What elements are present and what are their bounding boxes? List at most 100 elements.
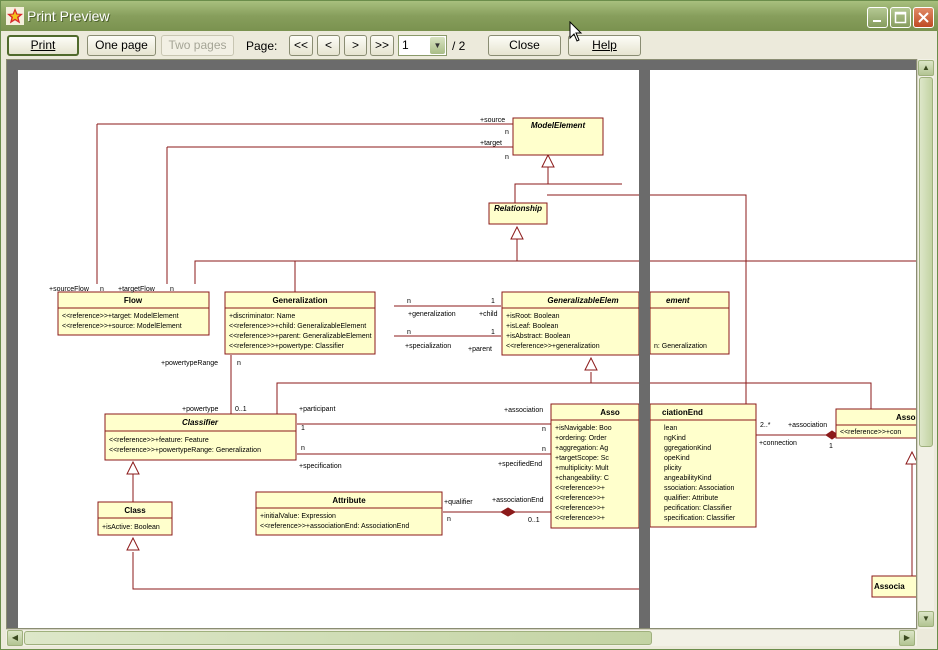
scroll-up-icon[interactable]: ▲ — [918, 60, 934, 76]
page-number-combo[interactable]: 1 ▼ — [398, 35, 447, 56]
vertical-scrollbar[interactable]: ▲ ▼ — [917, 59, 934, 629]
one-page-label: One page — [95, 38, 148, 52]
role-label: +association — [504, 407, 543, 414]
multiplicity-label: n — [505, 129, 509, 136]
page-two: ement ciationEnd Asso Associa n: General… — [650, 70, 916, 628]
scroll-left-icon[interactable]: ◀ — [7, 630, 23, 646]
total-pages: / 2 — [452, 39, 466, 53]
association-end-attr: qualifier: Attribute — [664, 495, 718, 502]
class-classifier: Classifier — [182, 418, 219, 427]
multiplicity-label: n — [407, 298, 411, 305]
generalization-attr: <<reference>>+powertype: Classifier — [229, 343, 345, 350]
multiplicity-label: 2..* — [760, 422, 771, 429]
element-attr: n: Generalization — [654, 343, 707, 350]
class-association: Asso — [600, 408, 620, 417]
role-label: +child — [479, 311, 498, 318]
association-end-attr: opeKind — [664, 455, 690, 462]
association-end-attr: pecification: Classifier — [664, 505, 732, 512]
multiplicity-label: n — [542, 446, 546, 453]
close-icon — [918, 12, 929, 23]
minimize-button[interactable] — [867, 7, 888, 28]
maximize-icon — [894, 11, 907, 24]
role-label: +qualifier — [444, 499, 473, 506]
role-label: +specifiedEnd — [498, 461, 542, 468]
title-bar[interactable]: Print Preview — [1, 1, 938, 31]
mouse-cursor-icon — [569, 21, 583, 42]
role-label: +specialization — [405, 343, 451, 350]
class-generalizable-element: GeneralizableElem — [547, 296, 618, 305]
two-pages-label: Two pages — [168, 38, 227, 52]
flow-attr: <<reference>>+source: ModelElement — [62, 323, 182, 330]
generalization-attr: <<reference>>+child: GeneralizableElemen… — [229, 323, 366, 330]
toolbar: Print One page Two pages Page: << < > >>… — [1, 31, 938, 59]
role-label: +powertypeRange — [161, 360, 218, 367]
role-label: +participant — [299, 406, 335, 413]
window-title: Print Preview — [27, 8, 110, 24]
next-page-button[interactable]: > — [344, 35, 367, 56]
association-attr: +changeability: C — [555, 475, 609, 482]
horizontal-scrollbar[interactable]: ◀ ▶ — [6, 629, 917, 646]
horizontal-scroll-thumb[interactable] — [24, 631, 652, 645]
class-attributes: +isActive: Boolean — [102, 524, 160, 531]
association-end-attr: angeabilityKind — [664, 475, 712, 482]
class-attr: +isActive: Boolean — [102, 524, 160, 531]
attribute-attr: <<reference>>+associationEnd: Associatio… — [260, 523, 409, 530]
role-label: +target — [480, 140, 502, 147]
vertical-scroll-thumb[interactable] — [919, 77, 933, 447]
role-label: +connection — [759, 440, 797, 447]
one-page-button[interactable]: One page — [87, 35, 156, 56]
generalization-attr: +discriminator: Name — [229, 313, 295, 320]
role-label: +source — [480, 117, 505, 124]
association-end-attr: ngKind — [664, 435, 686, 442]
role-labels: +source +target n n +sourceFlow n +targe… — [49, 117, 546, 524]
two-pages-button[interactable]: Two pages — [161, 35, 234, 56]
previous-page-button[interactable]: < — [317, 35, 340, 56]
generalizable-attr: +isRoot: Boolean — [506, 313, 560, 320]
multiplicity-label: n — [505, 154, 509, 161]
multiplicity-label: n — [237, 360, 241, 367]
class-attribute: Attribute — [332, 496, 366, 505]
multiplicity-label: n — [447, 516, 451, 523]
close-button[interactable]: Close — [488, 35, 561, 56]
class-association-class: Associa — [874, 582, 905, 591]
page-one: ModelElement Relationship GeneralizableE… — [18, 70, 639, 628]
role-label: +associationEnd — [492, 497, 544, 504]
role-label: +sourceFlow — [49, 286, 90, 293]
association-attributes: +isNavigable: Boo +ordering: Order +aggr… — [555, 425, 612, 522]
minimize-icon — [873, 20, 881, 22]
chevron-down-icon[interactable]: ▼ — [430, 37, 445, 54]
multiplicity-label: 1 — [491, 329, 495, 336]
generalizable-attr: +isAbstract: Boolean — [506, 333, 571, 340]
classifier-attr: <<reference>>+powertypeRange: Generaliza… — [109, 447, 261, 454]
generalizable-attr: <<reference>>+generalization — [506, 343, 600, 350]
association-attr: +aggregation: Ag — [555, 445, 608, 452]
multiplicity-label: n — [170, 286, 174, 293]
association-attr: +isNavigable: Boo — [555, 425, 612, 432]
print-button[interactable]: Print — [7, 35, 79, 56]
class-model-element: ModelElement — [531, 121, 586, 130]
association-attr: <<reference>>+ — [555, 495, 605, 502]
class-association-end: ciationEnd — [662, 408, 703, 417]
preview-viewport: ModelElement Relationship GeneralizableE… — [6, 59, 917, 629]
multiplicity-label: n — [301, 445, 305, 452]
help-button[interactable]: Help — [568, 35, 641, 56]
maximize-button[interactable] — [890, 7, 911, 28]
class-generalization: Generalization — [272, 296, 327, 305]
role-label: +targetFlow — [118, 286, 156, 293]
flow-attr: <<reference>>+target: ModelElement — [62, 313, 179, 320]
close-window-button[interactable] — [913, 7, 934, 28]
first-page-button[interactable]: << — [289, 35, 313, 56]
scroll-right-icon[interactable]: ▶ — [899, 630, 915, 646]
role-label: +parent — [468, 346, 492, 353]
class-association-continued: Asso — [896, 413, 916, 422]
association-attr: +ordering: Order — [555, 435, 607, 442]
association-end-attr: specification: Classifier — [664, 515, 736, 522]
scroll-down-icon[interactable]: ▼ — [918, 611, 934, 627]
association-end-attr: lean — [664, 425, 677, 432]
previous-page-label: < — [324, 38, 332, 52]
size-grip-icon[interactable] — [917, 629, 934, 646]
last-page-button[interactable]: >> — [370, 35, 394, 56]
multiplicity-label: 0..1 — [235, 406, 247, 413]
app-star-icon — [6, 7, 24, 25]
role-label: +powertype — [182, 406, 218, 413]
